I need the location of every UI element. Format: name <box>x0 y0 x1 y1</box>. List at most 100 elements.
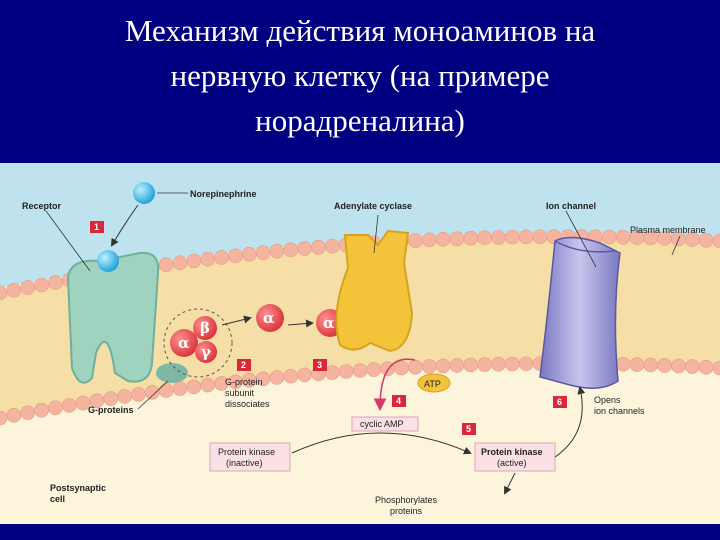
label-g-protein-2: subunit <box>225 388 255 398</box>
phospholipid-head <box>34 402 49 418</box>
phospholipid-head <box>601 229 617 245</box>
phospholipid-head <box>158 257 174 272</box>
phospholipid-head <box>186 253 202 269</box>
alpha-symbol: α <box>178 334 190 352</box>
label-receptor: Receptor <box>22 201 62 211</box>
step-2: 2 <box>241 360 246 370</box>
phospholipid-head <box>325 365 340 380</box>
phospholipid-head <box>435 358 451 374</box>
protein-kinase-active-box <box>474 442 556 472</box>
phospholipid-head <box>712 360 720 376</box>
phospholipid-head <box>643 357 659 373</box>
phospholipid-head <box>408 233 423 248</box>
label-opens-2: ion channels <box>594 406 645 416</box>
phospholipid-head <box>491 356 506 372</box>
phospholipid-head <box>228 248 243 264</box>
ion-channel-protein <box>539 236 621 389</box>
phospholipid-head <box>366 362 382 377</box>
step-markers: 1 2 3 4 5 6 <box>90 221 567 435</box>
phospholipid-head <box>532 229 548 245</box>
label-g-protein-3: dissociates <box>225 399 270 409</box>
slide-title: Механизм действия моноаминов на нервную … <box>40 8 680 143</box>
phospholipid-head <box>435 231 451 247</box>
phospholipid-head <box>629 357 645 372</box>
phospholipid-head <box>325 238 340 254</box>
atp-label: ATP <box>424 379 441 389</box>
title-line-1: Механизм действия моноаминов на <box>124 13 596 48</box>
phospholipid-head <box>421 232 437 248</box>
pk-inactive-line1: Protein kinase <box>218 447 275 457</box>
phospholipid-head <box>200 251 215 267</box>
step-1: 1 <box>94 222 99 232</box>
phospholipid-head <box>131 387 146 402</box>
beta-symbol: β <box>200 319 210 337</box>
phospholipid-head <box>283 368 299 384</box>
neurotransmitter-diagram: α β γ α α ATP cyclic AMP Pro <box>0 163 720 524</box>
phospholipid-head <box>269 243 285 259</box>
phospholipid-head <box>671 358 686 374</box>
label-g-protein-1: G-protein <box>225 377 263 387</box>
phospholipid-head <box>518 356 534 372</box>
step-4: 4 <box>396 396 401 406</box>
phospholipid-head <box>269 370 285 385</box>
cyclic-amp-box <box>351 416 419 432</box>
label-phosphorylates-1: Phosphorylates <box>375 495 438 505</box>
step-6: 6 <box>557 397 562 407</box>
phospholipid-head <box>408 359 423 375</box>
phospholipid-head <box>241 246 257 262</box>
label-ion-channel: Ion channel <box>546 201 596 211</box>
phospholipid-head <box>158 383 174 398</box>
phospholipid-head <box>6 282 22 298</box>
phospholipid-head <box>463 230 479 246</box>
phospholipid-head <box>297 241 312 256</box>
phospholipid-head <box>186 379 202 395</box>
phospholipid-head <box>698 232 714 248</box>
g-protein-anchor <box>156 363 188 383</box>
bound-norepinephrine <box>97 250 119 272</box>
phospholipid-head <box>449 231 465 246</box>
step-3: 3 <box>317 360 322 370</box>
phospholipid-head <box>615 356 631 372</box>
alpha-subunit <box>170 329 198 357</box>
pk-inactive-line2: (inactive) <box>226 458 263 468</box>
phospholipid-head <box>0 285 8 301</box>
phospholipid-head <box>0 410 8 426</box>
phospholipid-head <box>297 367 312 383</box>
activating-alpha-symbol: α <box>323 314 335 332</box>
gamma-symbol: γ <box>201 343 211 361</box>
free-alpha-symbol: α <box>263 309 275 327</box>
phospholipid-head <box>145 385 160 400</box>
phospholipid-head <box>463 357 479 373</box>
phospholipid-head <box>421 359 437 374</box>
phospholipid-head <box>338 364 354 379</box>
phospholipid-head <box>698 359 714 375</box>
phospholipid-head <box>48 275 63 290</box>
title-line-3: норадреналина) <box>255 103 465 138</box>
phospholipid-head <box>712 233 720 249</box>
label-phosphorylates-2: proteins <box>390 506 423 516</box>
phospholipid-head <box>34 277 49 293</box>
title-line-2: нервную клетку (на примере <box>170 58 550 93</box>
protein-kinase-inactive-box <box>209 442 291 472</box>
norepinephrine-molecule <box>133 182 155 204</box>
phospholipid-head <box>61 398 77 413</box>
phospholipid-head <box>283 242 299 258</box>
phospholipid-head <box>172 381 188 396</box>
label-opens-1: Opens <box>594 395 621 405</box>
phospholipid-head <box>394 360 409 376</box>
phospholipid-head <box>477 230 492 246</box>
phospholipid-head <box>200 377 215 393</box>
gamma-subunit <box>195 341 217 363</box>
phospholipid-head <box>518 229 534 245</box>
phospholipid-head <box>685 359 700 374</box>
phospholipid-head <box>20 280 35 295</box>
phospholipid-head <box>6 408 22 423</box>
phospholipid-head <box>255 245 271 260</box>
cyclic-amp-label: cyclic AMP <box>360 419 404 429</box>
phospholipid-head <box>505 356 520 372</box>
phospholipid-head <box>505 229 520 245</box>
receptor-protein <box>66 251 160 384</box>
label-postsynaptic-2: cell <box>50 494 65 504</box>
phospholipid-head <box>449 358 465 373</box>
